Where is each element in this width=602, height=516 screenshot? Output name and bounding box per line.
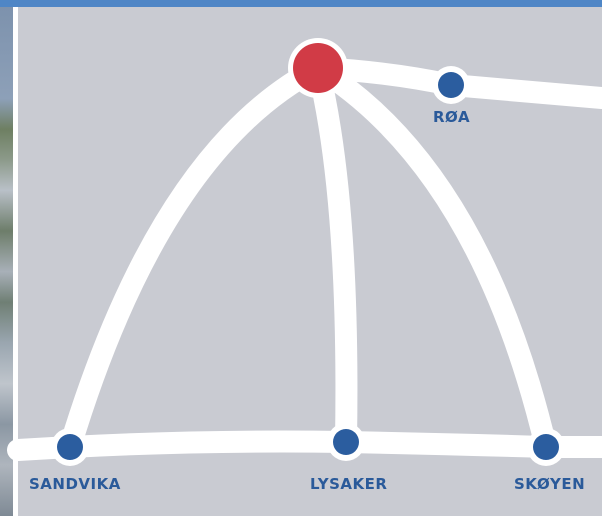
route-hub-skoyen — [307, 57, 557, 458]
top-accent-bar — [0, 0, 602, 7]
station-sandvika[interactable] — [51, 428, 89, 466]
route-hub-lysaker — [307, 57, 358, 453]
side-photo — [0, 7, 13, 516]
photo-border — [13, 7, 18, 516]
label-skoyen: SKØYEN — [514, 475, 586, 493]
route-hub-sandvika — [59, 57, 329, 458]
station-lysaker[interactable] — [327, 423, 365, 461]
hub-station[interactable] — [288, 38, 348, 98]
label-lysaker: LYSAKER — [310, 475, 388, 493]
station-roa[interactable] — [432, 66, 470, 104]
label-roa: RØA — [433, 108, 471, 126]
label-sandvika: SANDVIKA — [29, 475, 121, 493]
station-skoyen[interactable] — [527, 428, 565, 466]
route-bottom-line — [7, 430, 602, 461]
